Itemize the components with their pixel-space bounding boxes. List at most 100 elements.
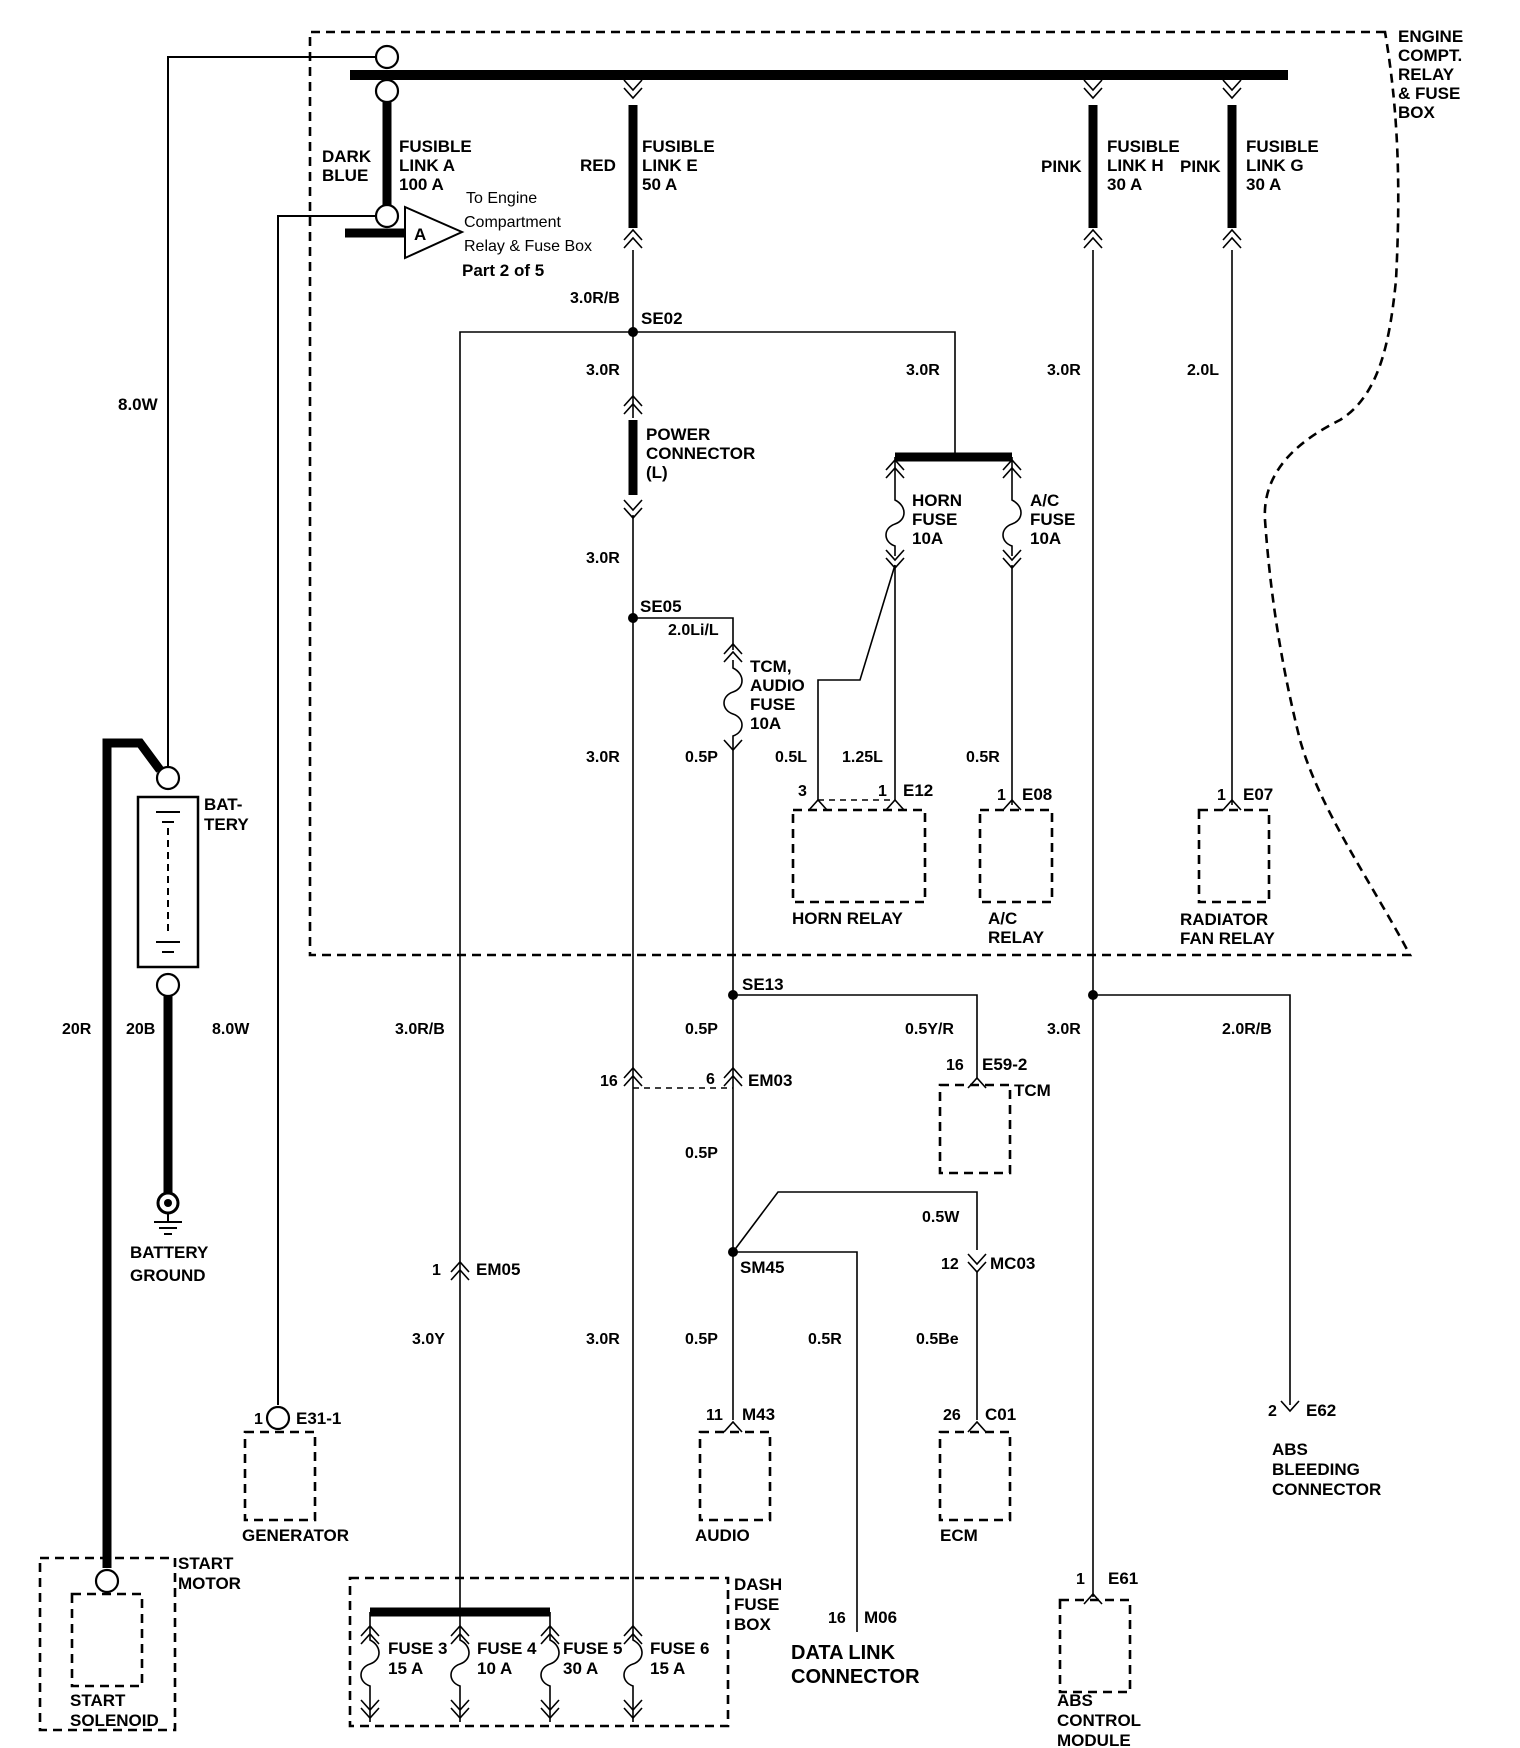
svg-text:100 A: 100 A <box>399 175 444 194</box>
svg-text:START: START <box>70 1691 126 1710</box>
tcm-connector-e59-2: E59-2 <box>982 1055 1027 1074</box>
fuse-4-label: FUSE 4 10 A <box>477 1639 537 1678</box>
abs-bleed-mark <box>1280 1400 1300 1413</box>
fusible-a-terminal-top <box>374 78 400 104</box>
horn-relay-box <box>791 808 927 904</box>
dash-fuse-box-label: DASH FUSE BOX <box>734 1575 782 1634</box>
svg-text:LINK H: LINK H <box>1107 156 1164 175</box>
svg-text:15 A: 15 A <box>650 1659 685 1678</box>
svg-text:BOX: BOX <box>1398 103 1436 122</box>
wire-label-0-5l: 0.5L <box>775 749 807 766</box>
ecm-label: ECM <box>940 1526 978 1545</box>
svg-text:RED: RED <box>580 156 616 175</box>
wire-0-5yr <box>733 994 978 1078</box>
ac-relay-box <box>978 808 1054 904</box>
horn-fuse-label: HORN FUSE 10A <box>912 491 962 548</box>
wire-2-0rb <box>1093 994 1291 1405</box>
svg-text:CONNECTOR: CONNECTOR <box>1272 1480 1381 1499</box>
splice-se05-label: SE05 <box>640 597 682 616</box>
connector-a-label: To Engine Compartment Relay & Fuse Box P… <box>462 190 592 280</box>
wire-label-8-0w-top: 8.0W <box>118 395 159 414</box>
wire-label-3-0y: 3.0Y <box>412 1331 445 1348</box>
wire-label-2-0l: 2.0L <box>1187 362 1219 379</box>
svg-text:10A: 10A <box>912 529 943 548</box>
em03-marks <box>623 1066 743 1087</box>
horn-fuse <box>885 490 905 556</box>
svg-text:GROUND: GROUND <box>130 1266 206 1285</box>
fusible-a-terminal-bottom <box>374 203 400 229</box>
connector-a-triangle <box>404 205 465 260</box>
svg-text:FUSE 6: FUSE 6 <box>650 1639 710 1658</box>
radiator-relay-pin-1: 1 <box>1217 787 1226 804</box>
wire-generator-feed <box>277 215 376 1405</box>
svg-text:To Engine: To Engine <box>466 190 537 207</box>
ecm-box <box>938 1430 1012 1522</box>
svg-text:30 A: 30 A <box>1246 175 1281 194</box>
fuse-3-label: FUSE 3 15 A <box>388 1639 448 1678</box>
wire-label-3-0r-a: 3.0R <box>586 362 620 379</box>
mc03-pin-12: 12 <box>941 1256 959 1273</box>
wire-3-0r-to-relay-bus <box>633 331 956 457</box>
generator-connector-e31-1: E31-1 <box>296 1409 341 1428</box>
generator-label: GENERATOR <box>242 1526 349 1545</box>
wire-3-0rb-to-dash <box>459 331 633 1612</box>
radiator-relay-connector-e07: E07 <box>1243 785 1273 804</box>
em03-pin-6: 6 <box>706 1071 715 1088</box>
wire-label-0-5r-data: 0.5R <box>808 1331 842 1348</box>
splice-se02-label: SE02 <box>641 309 683 328</box>
em03-connector: EM03 <box>748 1071 792 1090</box>
svg-text:FAN RELAY: FAN RELAY <box>1180 929 1275 948</box>
data-link-pin-16: 16 <box>828 1610 846 1627</box>
tcm-box <box>938 1083 1012 1175</box>
svg-text:ABS: ABS <box>1272 1440 1308 1459</box>
start-motor-box <box>38 1556 177 1732</box>
abs-module-connector-e61: E61 <box>1108 1569 1138 1588</box>
wire-label-3-0r-e: 3.0R <box>586 749 620 766</box>
svg-text:START: START <box>178 1554 234 1573</box>
em05-connector: EM05 <box>476 1260 520 1279</box>
svg-text:RADIATOR: RADIATOR <box>1180 910 1268 929</box>
wire-label-0-5p-b: 0.5P <box>685 1021 718 1038</box>
wire-label-0-5p-a: 0.5P <box>685 749 718 766</box>
svg-text:BAT-: BAT- <box>204 795 242 814</box>
battery-positive-terminal <box>155 765 181 791</box>
wire-label-0-5yr: 0.5Y/R <box>905 1021 954 1038</box>
wire-label-3-0rb-low: 3.0R/B <box>395 1021 445 1038</box>
svg-text:TCM,: TCM, <box>750 657 792 676</box>
svg-text:FUSE: FUSE <box>1030 510 1075 529</box>
ac-relay-connector-e08: E08 <box>1022 785 1052 804</box>
start-solenoid-box <box>70 1592 144 1688</box>
audio-box <box>698 1430 772 1522</box>
abs-bleeding-connector-label: ABS BLEEDING CONNECTOR <box>1272 1440 1381 1499</box>
svg-text:FUSE 5: FUSE 5 <box>563 1639 623 1658</box>
tcm-pin-16: 16 <box>946 1057 964 1074</box>
svg-text:BATTERY: BATTERY <box>130 1243 209 1262</box>
svg-text:FUSE: FUSE <box>750 695 795 714</box>
wire-label-2-0rb: 2.0R/B <box>1222 1021 1272 1038</box>
start-motor-label: START MOTOR <box>178 1554 241 1593</box>
svg-text:CONNECTOR: CONNECTOR <box>791 1666 920 1688</box>
svg-text:A/C: A/C <box>988 909 1017 928</box>
svg-text:Compartment: Compartment <box>464 214 561 231</box>
fuse-5-label: FUSE 5 30 A <box>563 1639 623 1678</box>
svg-text:LINK E: LINK E <box>642 156 698 175</box>
svg-text:ABS: ABS <box>1057 1691 1093 1710</box>
engine-box-boundary <box>308 30 1413 957</box>
svg-text:RELAY: RELAY <box>1398 65 1455 84</box>
svg-text:30 A: 30 A <box>1107 175 1142 194</box>
em03-pin-16: 16 <box>600 1073 618 1090</box>
svg-text:FUSIBLE: FUSIBLE <box>399 137 472 156</box>
svg-text:BLUE: BLUE <box>322 166 368 185</box>
svg-text:Part 2 of 5: Part 2 of 5 <box>462 261 544 280</box>
svg-text:ENGINE: ENGINE <box>1398 27 1463 46</box>
start-solenoid-label: START SOLENOID <box>70 1691 159 1730</box>
wire-label-20r: 20R <box>62 1021 92 1038</box>
ac-relay-label: A/C RELAY <box>988 909 1045 947</box>
connector-a-letter: A <box>414 225 426 244</box>
svg-text:50 A: 50 A <box>642 175 677 194</box>
abs-control-module-label: ABS CONTROL MODULE <box>1057 1691 1141 1748</box>
wire-label-0-5p-c: 0.5P <box>685 1145 718 1162</box>
svg-text:BOX: BOX <box>734 1615 772 1634</box>
svg-text:TERY: TERY <box>204 815 249 834</box>
audio-mark <box>723 1420 743 1433</box>
